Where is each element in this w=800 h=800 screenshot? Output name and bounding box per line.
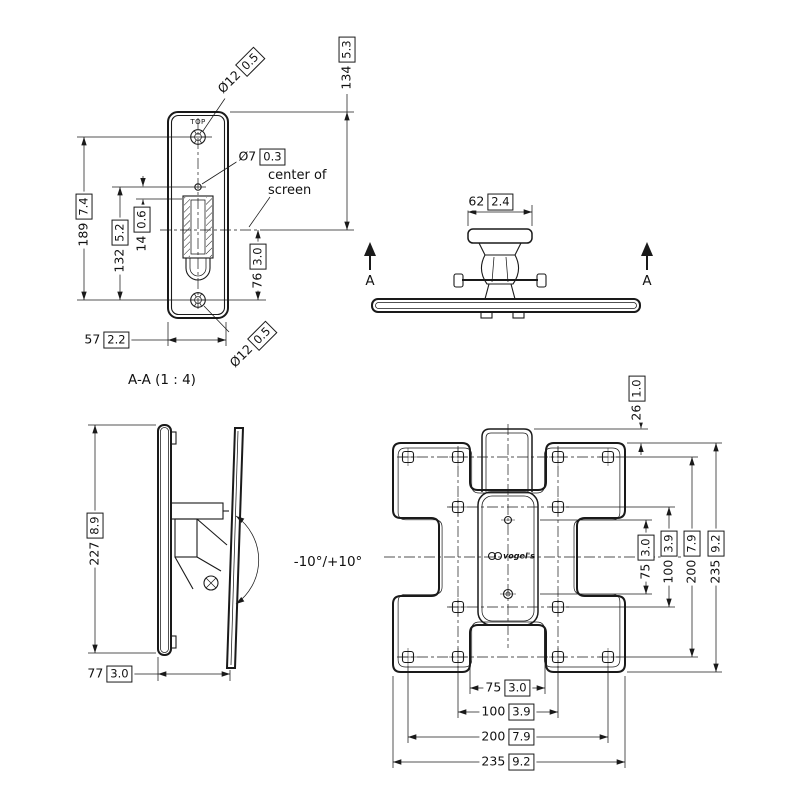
dim-inch: 8.9 xyxy=(86,512,104,539)
dim-mm: 57 xyxy=(84,331,101,347)
tilt-knuckle xyxy=(480,254,520,285)
mount-head-top xyxy=(453,228,547,300)
dim-inch: 5.3 xyxy=(338,36,356,63)
dim-mm: 76 xyxy=(249,272,265,289)
vogels-logo-mark xyxy=(487,551,503,561)
section-label: A-A (1 : 4) xyxy=(128,372,196,389)
leader-hole-bottom xyxy=(203,305,230,333)
dim-inch: 7.4 xyxy=(75,193,93,220)
tilt-range-label: -10°/+10° xyxy=(293,554,363,571)
front-view xyxy=(77,93,354,346)
wall-plate-side xyxy=(157,424,172,656)
dim-mm: 14 xyxy=(133,235,149,252)
dim-inch: 9.2 xyxy=(707,530,725,557)
dim-inch: 2.4 xyxy=(487,193,514,211)
section-arrow-label-right: A xyxy=(642,273,652,290)
vesa-plate-inner-outline xyxy=(397,447,621,668)
wall-plate-outline xyxy=(167,111,229,319)
dim-mm: 134 xyxy=(338,65,354,90)
vogels-logo-text: vogel's xyxy=(503,551,535,561)
dim-mm: 62 xyxy=(468,193,485,209)
wall-plate-cap xyxy=(467,228,533,244)
leader-center-of-screen xyxy=(248,196,271,228)
dim-mm: 227 xyxy=(86,541,102,566)
dim-inch: 3.9 xyxy=(660,530,678,557)
screen-plate-side xyxy=(225,427,245,669)
dim-inch: 7.9 xyxy=(683,530,701,557)
vesa-plate-edge xyxy=(371,298,641,313)
dim-inch: 0.6 xyxy=(133,206,151,233)
dim-mm: 200 xyxy=(481,728,506,744)
vesa-screw-holes xyxy=(399,448,617,666)
dim-inch: 3.0 xyxy=(504,679,531,697)
front-dimension-lines xyxy=(77,93,354,346)
dim-mm: Ø7 xyxy=(238,148,257,164)
side-view xyxy=(88,424,259,681)
dim-mm: 235 xyxy=(481,753,506,769)
dim-mm: 189 xyxy=(75,222,91,247)
dim-mm: 132 xyxy=(111,248,127,273)
dim-mm: 235 xyxy=(707,559,723,584)
dim-mm: 77 xyxy=(87,665,104,681)
dim-inch: 3.0 xyxy=(106,665,133,683)
dim-inch: 3.0 xyxy=(637,534,655,561)
center-of-screen-note: center of screen xyxy=(268,168,327,198)
dim-mm: 200 xyxy=(683,559,699,584)
dim-inch: 1.0 xyxy=(628,375,646,402)
hook-strap xyxy=(481,428,533,492)
dim-inch: 7.9 xyxy=(508,728,535,746)
top-marking: TOP xyxy=(190,117,206,126)
vesa-view xyxy=(384,418,722,768)
tilt-arc-arrow xyxy=(235,515,259,605)
rail-u-cutout xyxy=(185,258,211,281)
vesa-plate-outline xyxy=(392,442,626,673)
dim-inch: 5.2 xyxy=(111,219,129,246)
dim-mm: 100 xyxy=(660,559,676,584)
dim-inch: 0.3 xyxy=(259,148,286,166)
leader-hole-top xyxy=(202,93,229,132)
pivot-screw xyxy=(203,575,219,591)
dim-inch: 2.2 xyxy=(103,331,130,349)
top-view xyxy=(364,205,653,319)
dim-mm: 75 xyxy=(485,679,502,695)
dim-inch: 3.0 xyxy=(249,243,267,270)
dim-mm: 75 xyxy=(637,563,653,580)
dim-mm: 26 xyxy=(628,404,644,421)
section-arrow-label-left: A xyxy=(365,273,375,290)
tilt-arm xyxy=(170,502,229,591)
leader-hole-mid xyxy=(201,160,239,185)
dim-inch: 9.2 xyxy=(508,753,535,771)
rail-section xyxy=(182,195,214,281)
dim-mm: 100 xyxy=(481,703,506,719)
vesa-dimension-lines xyxy=(392,418,722,768)
wall-plate-inner-outline xyxy=(170,114,226,316)
section-cut-arrows xyxy=(364,242,653,270)
dim-inch: 3.9 xyxy=(508,703,535,721)
